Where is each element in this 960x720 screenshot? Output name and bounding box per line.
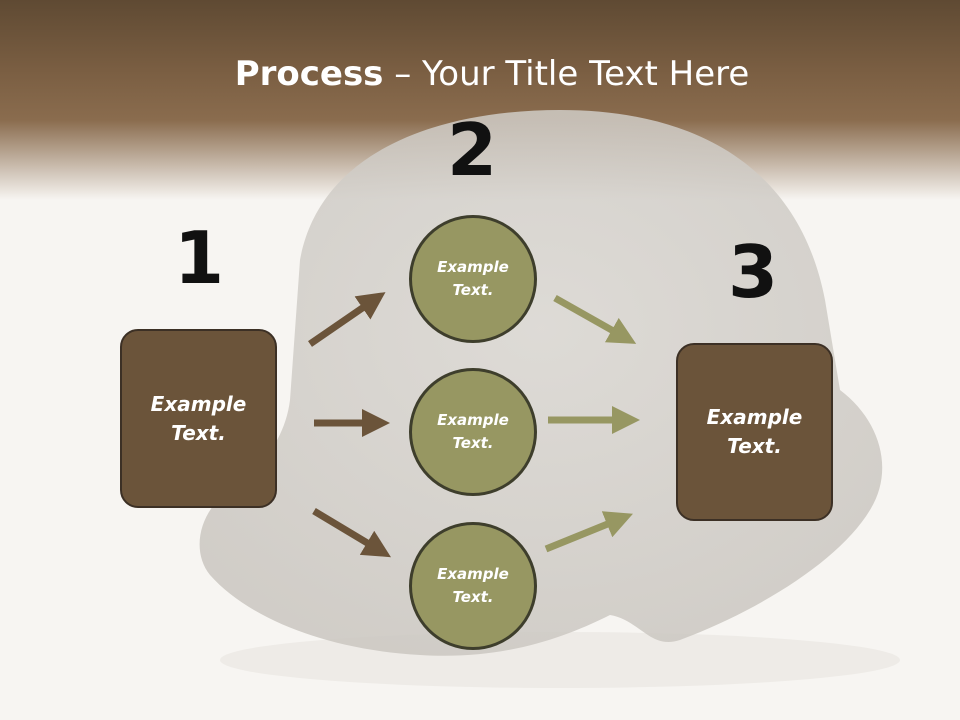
title-bold: Process xyxy=(234,54,384,94)
circle-bottom-line2: Text. xyxy=(452,588,494,606)
right-step-box: Example Text. xyxy=(676,343,833,521)
circle-middle-line1: Example xyxy=(437,411,509,429)
circle-node-bottom: Example Text. xyxy=(409,522,537,650)
arrow-bottom-to-right xyxy=(544,511,633,553)
circle-node-top: Example Text. xyxy=(409,215,537,343)
step-number-1: 1 xyxy=(173,216,225,300)
circle-top-line2: Text. xyxy=(452,281,494,299)
left-box-line1: Example xyxy=(150,391,247,416)
circle-bottom-line1: Example xyxy=(437,565,509,583)
right-box-line1: Example xyxy=(706,405,803,429)
arrow-left-to-bottom xyxy=(312,507,392,558)
left-box-line2: Text. xyxy=(171,420,226,445)
slide-title: Process – Your Title Text Here xyxy=(0,52,960,96)
arrow-left-to-top xyxy=(308,292,386,347)
circle-node-middle: Example Text. xyxy=(409,368,537,496)
title-rest: – Your Title Text Here xyxy=(383,54,750,94)
left-step-box: Example Text. xyxy=(120,329,277,508)
right-box-line2: Text. xyxy=(727,434,782,458)
step-number-3: 3 xyxy=(727,230,779,314)
arrow-top-to-right xyxy=(553,294,637,344)
step-number-2: 2 xyxy=(446,108,498,192)
circle-top-line1: Example xyxy=(437,258,509,276)
circle-middle-line2: Text. xyxy=(452,434,494,452)
